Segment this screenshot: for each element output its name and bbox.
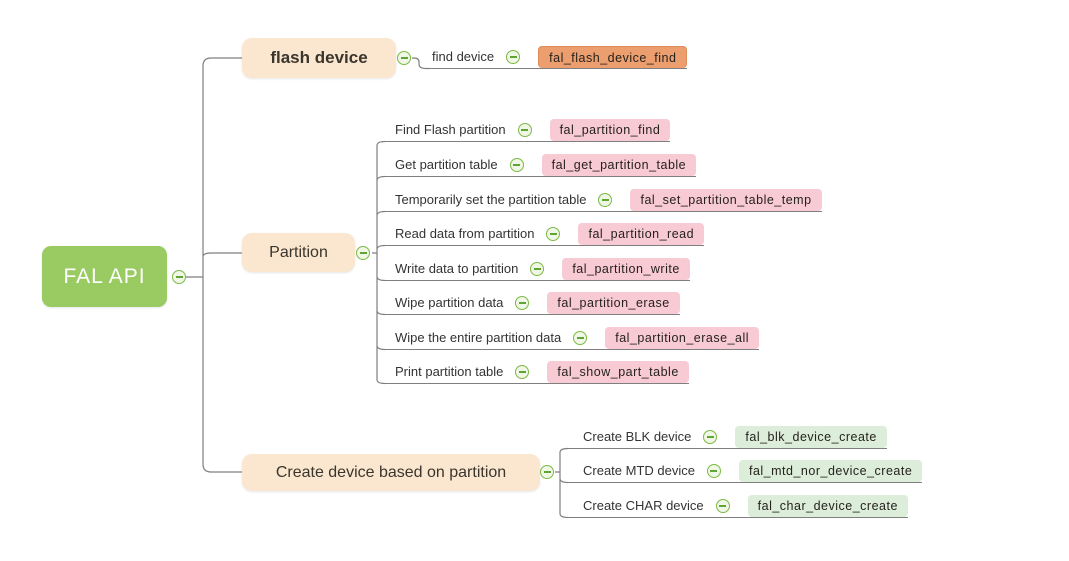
collapse-icon[interactable] — [356, 246, 370, 260]
topic-node-flash-device[interactable]: flash device — [242, 38, 396, 78]
child-label: Read data from partition — [395, 226, 535, 241]
collapse-icon[interactable] — [397, 51, 411, 65]
collapse-icon[interactable] — [706, 464, 721, 478]
mindmap-child-row[interactable]: Wipe partition data fal_partition_erase — [383, 292, 680, 315]
api-node[interactable]: fal_char_device_create — [747, 495, 908, 517]
mindmap-child-row[interactable]: Print partition table fal_show_part_tabl… — [383, 361, 689, 384]
collapse-icon[interactable] — [515, 365, 530, 379]
collapse-icon[interactable] — [509, 158, 524, 172]
child-label: Create MTD device — [583, 463, 695, 478]
collapse-icon[interactable] — [540, 465, 554, 479]
child-label: Get partition table — [395, 157, 498, 172]
topic-node-create-device[interactable]: Create device based on partition — [242, 454, 540, 491]
collapse-icon[interactable] — [546, 227, 561, 241]
collapse-icon[interactable] — [573, 331, 588, 345]
mindmap-child-row[interactable]: Write data to partition fal_partition_wr… — [383, 258, 690, 281]
collapse-icon[interactable] — [598, 193, 613, 207]
mindmap-child-row[interactable]: Wipe the entire partition data fal_parti… — [383, 327, 760, 350]
api-node[interactable]: fal_get_partition_table — [541, 154, 697, 176]
collapse-icon[interactable] — [506, 50, 521, 64]
api-node[interactable]: fal_flash_device_find — [538, 46, 688, 68]
mindmap-child-row[interactable]: Create CHAR device fal_char_device_creat… — [566, 495, 908, 518]
mindmap-child-row[interactable]: Temporarily set the partition table fal_… — [383, 189, 822, 212]
child-label: Create BLK device — [583, 429, 692, 444]
mindmap-child-row[interactable]: Create BLK device fal_blk_device_create — [566, 426, 887, 449]
child-label: Wipe the entire partition data — [395, 330, 562, 345]
api-node[interactable]: fal_show_part_table — [547, 361, 689, 383]
mindmap-child-row[interactable]: find device fal_flash_device_find — [424, 46, 688, 69]
child-label: Write data to partition — [395, 261, 519, 276]
collapse-icon[interactable] — [517, 123, 532, 137]
root-node-fal-api[interactable]: FAL API — [42, 246, 167, 307]
api-node[interactable]: fal_partition_write — [562, 258, 690, 280]
api-node[interactable]: fal_mtd_nor_device_create — [738, 460, 923, 482]
api-node[interactable]: fal_partition_find — [549, 119, 671, 141]
child-label: find device — [432, 49, 495, 64]
mindmap-child-row[interactable]: Create MTD device fal_mtd_nor_device_cre… — [566, 460, 923, 483]
api-node[interactable]: fal_set_partition_table_temp — [630, 189, 822, 211]
child-label: Find Flash partition — [395, 122, 506, 137]
collapse-icon[interactable] — [530, 262, 545, 276]
child-label: Create CHAR device — [583, 498, 704, 513]
api-node[interactable]: fal_blk_device_create — [735, 426, 887, 448]
child-label: Temporarily set the partition table — [395, 192, 587, 207]
api-node[interactable]: fal_partition_erase — [547, 292, 680, 314]
api-node[interactable]: fal_partition_erase_all — [605, 327, 760, 349]
collapse-icon[interactable] — [172, 270, 186, 284]
child-label: Print partition table — [395, 364, 504, 379]
collapse-icon[interactable] — [703, 430, 718, 444]
api-node[interactable]: fal_partition_read — [578, 223, 705, 245]
collapse-icon[interactable] — [715, 499, 730, 513]
mindmap-child-row[interactable]: Find Flash partition fal_partition_find — [383, 119, 671, 142]
mindmap-child-row[interactable]: Get partition table fal_get_partition_ta… — [383, 154, 697, 177]
collapse-icon[interactable] — [515, 296, 530, 310]
mindmap-child-row[interactable]: Read data from partition fal_partition_r… — [383, 223, 705, 246]
child-label: Wipe partition data — [395, 295, 504, 310]
topic-node-partition[interactable]: Partition — [242, 233, 355, 272]
